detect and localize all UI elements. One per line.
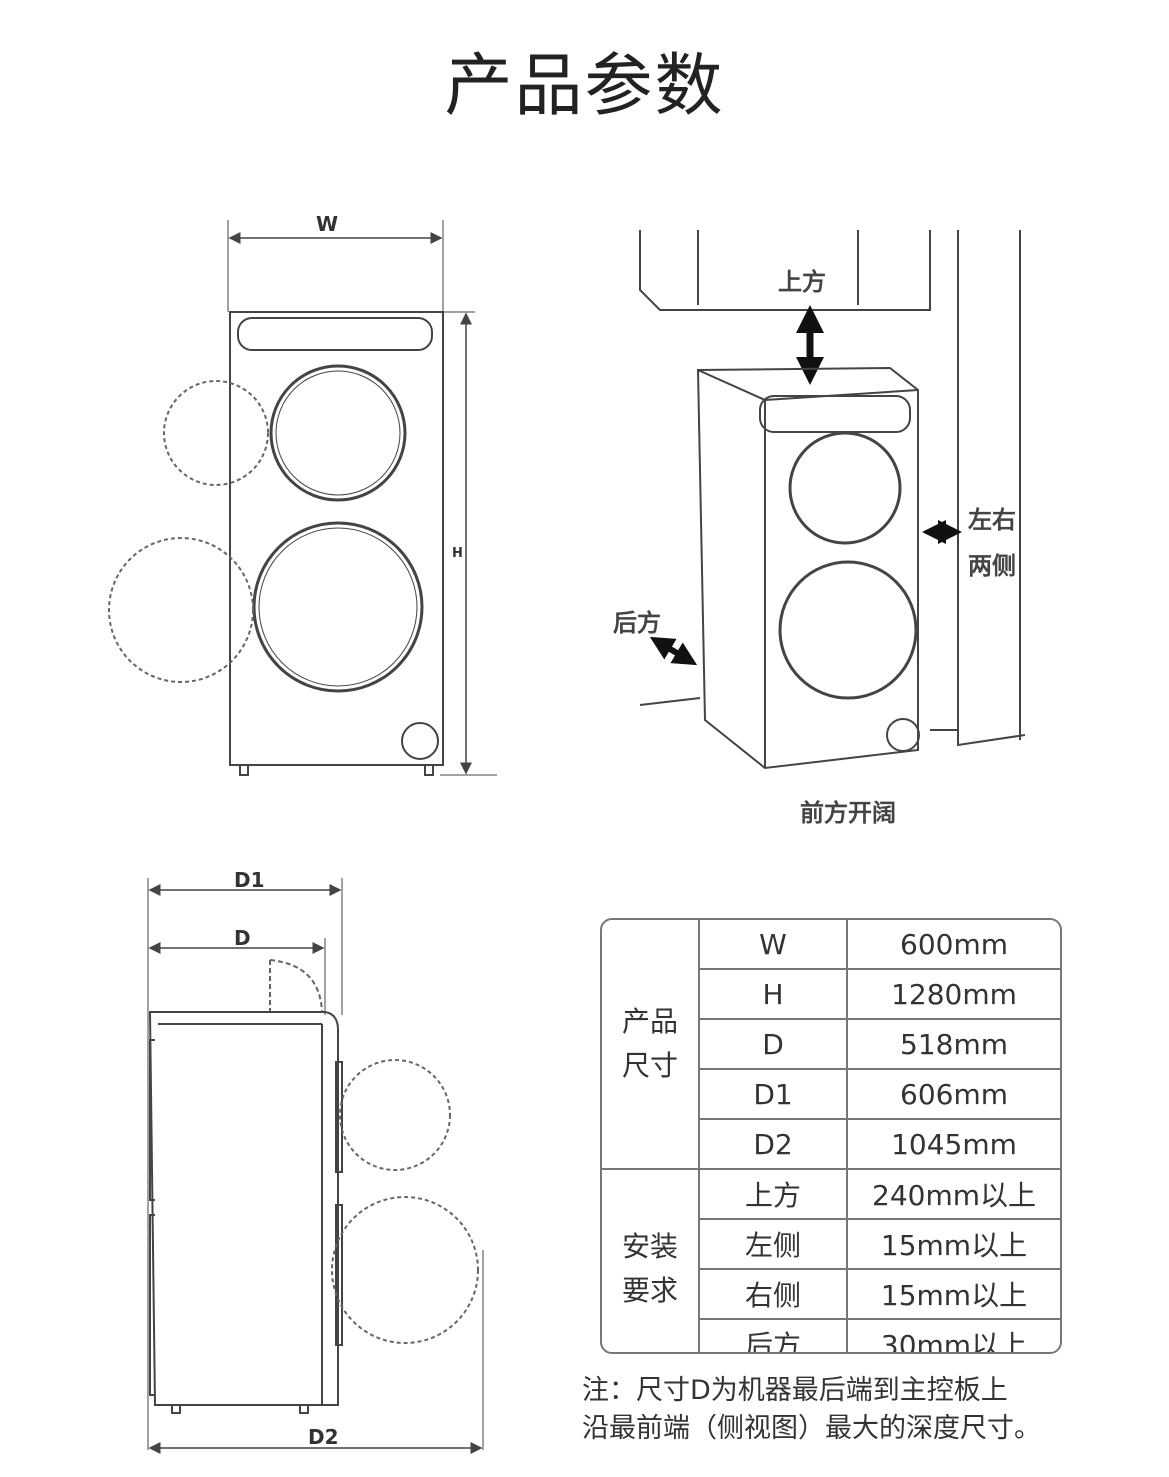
group-label-line: 尺寸 <box>621 1049 678 1082</box>
table-row: 安装要求 上方 240mm以上 <box>602 1168 1060 1352</box>
spec-key: 左侧 <box>699 1218 848 1270</box>
spec-value: 1045mm <box>846 1118 1060 1170</box>
group-label-line: 产品 <box>621 1005 678 1038</box>
d2-label: D2 <box>308 1425 339 1449</box>
spec-key: H <box>699 968 848 1020</box>
sides-clearance-label-2: 两侧 <box>968 552 1016 580</box>
width-label: W <box>316 212 339 236</box>
back-clearance-label: 后方 <box>613 609 661 637</box>
footnote: 注：尺寸D为机器最后端到主控板上 沿最前端（侧视图）最大的深度尺寸。 <box>582 1372 1041 1448</box>
side-view-drawing <box>147 878 484 1454</box>
front-view-drawing <box>108 220 497 776</box>
top-clearance-label: 上方 <box>778 268 826 296</box>
spec-key: 右侧 <box>699 1268 848 1320</box>
spec-value: 606mm <box>846 1068 1060 1120</box>
group-label-line: 要求 <box>621 1273 678 1307</box>
group-label-size: 产品尺寸 <box>602 920 700 1170</box>
spec-key: 上方 <box>698 1168 848 1220</box>
spec-value: 240mm以上 <box>846 1168 1060 1220</box>
spec-value: 15mm以上 <box>846 1268 1060 1320</box>
spec-key: W <box>698 920 848 970</box>
footnote-line: 沿最前端（侧视图）最大的深度尺寸。 <box>582 1413 1041 1444</box>
spec-value: 600mm <box>846 920 1060 970</box>
spec-value: 30mm以上 <box>846 1318 1060 1352</box>
table-row: 产品尺寸 W 600mm <box>602 920 1060 1170</box>
spec-value: 518mm <box>846 1018 1060 1070</box>
spec-key: D <box>699 1018 848 1070</box>
spec-value: 1280mm <box>846 968 1060 1020</box>
height-label: H <box>452 546 463 561</box>
d1-label: D1 <box>234 868 265 892</box>
spec-key: 后方 <box>699 1318 848 1352</box>
spec-key: D2 <box>699 1118 848 1170</box>
page-title: 产品参数 <box>444 47 725 126</box>
group-label-line: 安装 <box>621 1229 678 1263</box>
spec-key: D1 <box>699 1068 848 1120</box>
front-clearance-label: 前方开阔 <box>800 799 896 827</box>
d-label: D <box>234 926 251 950</box>
group-label-install: 安装要求 <box>602 1168 700 1352</box>
footnote-line: 注：尺寸D为机器最后端到主控板上 <box>582 1375 1008 1406</box>
sides-clearance-label-1: 左右 <box>968 506 1016 534</box>
install-view-drawing <box>639 230 1026 770</box>
spec-value: 15mm以上 <box>846 1218 1060 1270</box>
